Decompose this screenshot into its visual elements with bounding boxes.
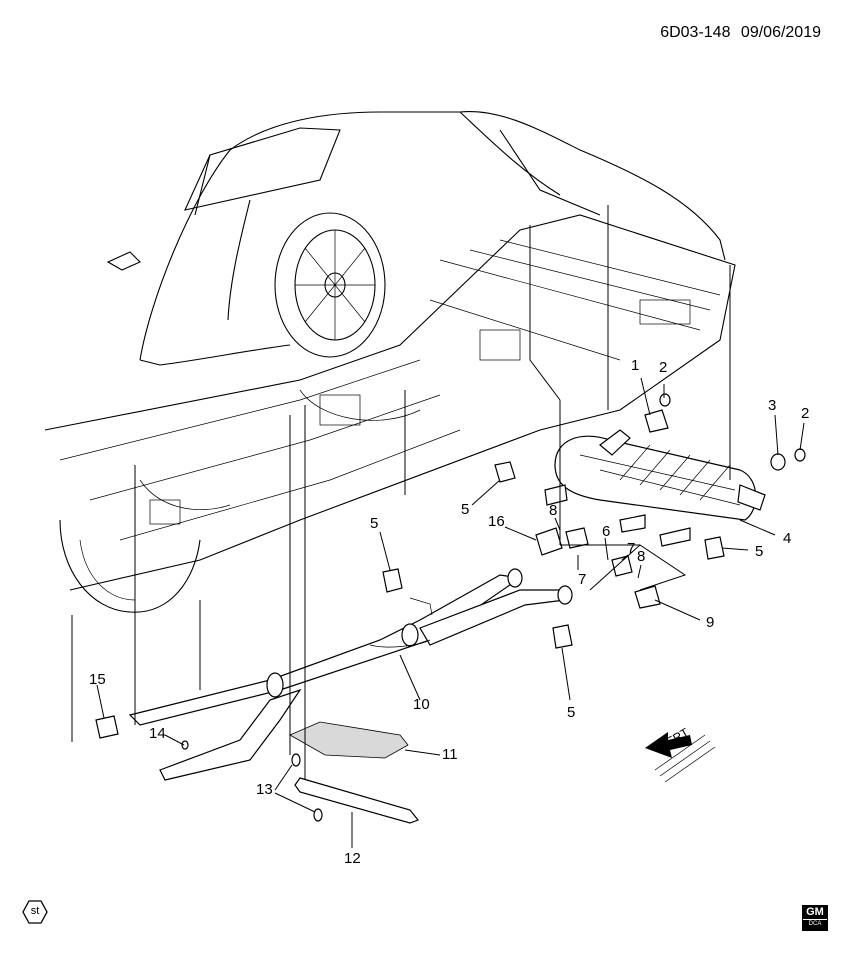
standard-badge: st <box>22 900 48 924</box>
callout-10: 10 <box>413 696 430 713</box>
callout-14: 14 <box>149 725 166 742</box>
diagram-header: 6D03-148 09/06/2019 <box>660 24 821 42</box>
callout-1: 1 <box>631 357 640 374</box>
callout-7: 7 <box>578 571 587 588</box>
callout-2: 2 <box>659 359 668 376</box>
hexagon-icon <box>22 900 48 924</box>
callout-5: 5 <box>755 543 764 560</box>
gm-logo: GM DCA <box>802 905 828 931</box>
diagram-code: 6D03-148 <box>660 24 731 41</box>
vehicle-underbody <box>44 214 736 591</box>
standard-badge-text: st <box>30 905 40 917</box>
muffler-assembly <box>544 429 766 547</box>
gm-logo-bottom: DCA <box>808 921 822 927</box>
small-parts <box>95 393 806 822</box>
callout-6: 6 <box>602 523 611 540</box>
callout-5: 5 <box>370 515 379 532</box>
callout-16: 16 <box>488 513 505 530</box>
callout-15: 15 <box>89 671 106 688</box>
callout-9: 9 <box>706 614 715 631</box>
diagram-date: 09/06/2019 <box>740 24 821 41</box>
callout-8: 8 <box>549 502 558 519</box>
front-arrow-icon <box>645 732 716 783</box>
callout-4: 4 <box>783 530 792 547</box>
callout-5: 5 <box>461 501 470 518</box>
hangers <box>382 461 725 649</box>
callout-8: 8 <box>637 548 646 565</box>
callout-13: 13 <box>256 781 273 798</box>
callout-5: 5 <box>567 704 576 721</box>
leader-lines <box>96 377 805 848</box>
exhaust-pipe-assembly <box>128 568 573 781</box>
callout-2: 2 <box>801 405 810 422</box>
reference-lines <box>71 205 731 780</box>
support-bracket <box>294 777 419 824</box>
callout-11: 11 <box>442 746 458 763</box>
heat-shield <box>289 721 409 759</box>
callout-3: 3 <box>768 397 777 414</box>
callout-7: 7 <box>627 540 636 557</box>
callout-12: 12 <box>344 850 361 867</box>
vehicle-body <box>59 110 726 613</box>
gm-logo-top: GM <box>803 906 827 920</box>
